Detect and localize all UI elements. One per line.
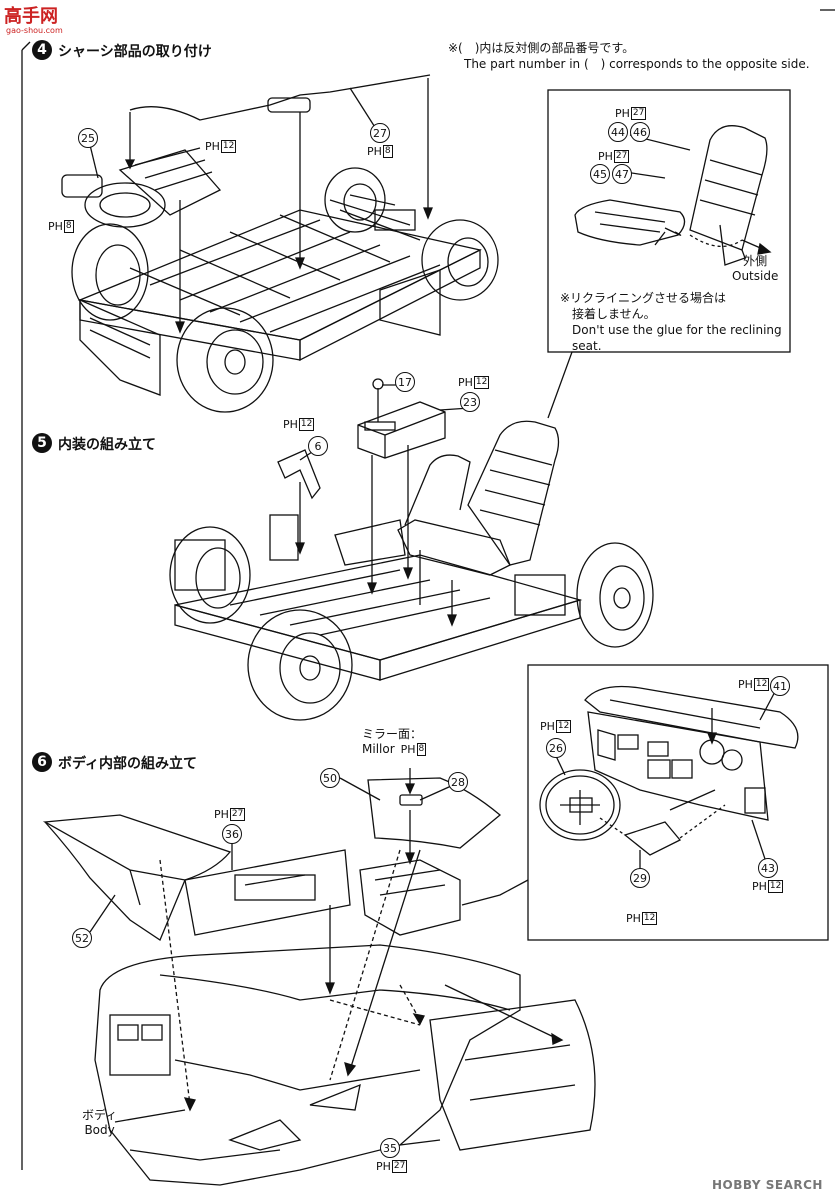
- part-50: 50: [320, 768, 340, 788]
- part-47: 47: [612, 164, 632, 184]
- warning-jp-2: 接着しません。: [572, 307, 656, 321]
- part-45: 45: [590, 164, 610, 184]
- part-27: 27: [370, 123, 390, 143]
- note-en: The part number in ( ) corresponds to th…: [464, 57, 810, 71]
- step-5-title: 内装の組み立て: [58, 437, 156, 453]
- part-36: 36: [222, 824, 242, 844]
- footer-watermark: HOBBY SEARCH: [712, 1178, 823, 1192]
- part-25: 25: [78, 128, 98, 148]
- part-23: 23: [460, 392, 480, 412]
- part-46: 46: [630, 122, 650, 142]
- part-26: 26: [546, 738, 566, 758]
- part-41: 41: [770, 676, 790, 696]
- part-45-47-group: 45 47: [590, 164, 632, 184]
- part-35: 35: [380, 1138, 400, 1158]
- part-52: 52: [72, 928, 92, 948]
- part-44: 44: [608, 122, 628, 142]
- step-4-number: 4: [32, 40, 52, 60]
- step-5-number: 5: [32, 433, 52, 453]
- warning-en-1: Don't use the glue for the reclining: [572, 323, 782, 337]
- part-43: 43: [758, 858, 778, 878]
- part-28: 28: [448, 772, 468, 792]
- part-6: 6: [308, 436, 328, 456]
- warning-jp-1: ※リクライニングさせる場合は: [560, 291, 727, 305]
- warning-en-2: seat.: [572, 339, 602, 353]
- opposite-side-note: ※( )内は反対側の部品番号です。 The part number in ( )…: [448, 40, 810, 72]
- watermark-logo: 高手网: [4, 6, 58, 27]
- part-29: 29: [630, 868, 650, 888]
- recline-warning: ※リクライニングさせる場合は 接着しません。 Don't use the glu…: [560, 290, 782, 354]
- note-jp: ※( )内は反対側の部品番号です。: [448, 41, 635, 55]
- part-17: 17: [395, 372, 415, 392]
- step-4-title: シャーシ部品の取り付け: [58, 44, 212, 60]
- body-label: ボディ Body: [82, 1108, 118, 1137]
- outside-label: 外側 Outside: [732, 254, 779, 283]
- step-6-title: ボディ内部の組み立て: [58, 756, 198, 772]
- step-6-number: 6: [32, 752, 52, 772]
- watermark-url: gao-shou.com: [6, 26, 63, 35]
- part-44-46-group: 44 46: [608, 122, 650, 142]
